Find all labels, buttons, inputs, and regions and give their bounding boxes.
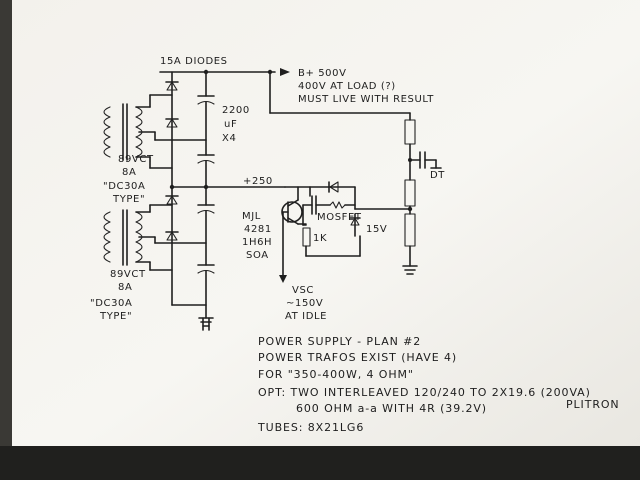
mosfet-label: MOSFET [317,212,362,223]
trafo2-amps-label: 8A [118,282,132,293]
tube-plate-label: DT [430,170,445,181]
trafo1-type-label-a: "DC30A [103,181,145,192]
mid-rail-label: +250 [243,176,273,187]
trafo1-type-label-b: TYPE" [112,194,145,205]
note-line-3: FOR "350-400W, 4 OHM" [258,368,414,381]
resistor-label: 1K [313,233,327,244]
trafo2-type-label-b: TYPE" [99,311,132,322]
trafo2-volts-label: 89VCT [110,269,146,280]
vsc-volts-label: ~150V [286,298,323,309]
transformer-1 [103,94,207,169]
cap-count-label: X4 [222,133,236,144]
power-supply-schematic: 15A DIODES B+ 500V 400V AT LOAD (?) MUST… [90,56,445,331]
output-stage [402,112,442,275]
load-note-label: 400V AT LOAD (?) [298,81,396,92]
regulator-circuit [279,181,411,283]
trafo2-type-label-a: "DC30A [90,298,132,309]
capacitor-bank [197,71,215,331]
diodes-label: 15A DIODES [160,56,228,67]
paper-sheet [0,0,640,446]
zener-label: 15V [366,224,387,235]
cap-value-label: 2200 [222,105,250,116]
transformer-2 [103,204,207,271]
b-plus-label: B+ 500V [298,68,347,79]
trafo1-amps-label: 8A [122,167,136,178]
paper-left-edge [0,0,12,446]
vsc-idle-label: AT IDLE [285,311,327,322]
note-line-6: TUBES: 8X21LG6 [257,421,364,434]
bjt-label-4: SOA [246,250,269,261]
vsc-label: VSC [292,285,314,296]
note-line-4a: OPT: TWO INTERLEAVED 120/240 TO 2X19.6 (… [258,386,591,399]
cap-unit-label: uF [224,119,237,130]
note-line-4b: PLITRON [566,398,620,411]
bjt-label-2: 4281 [244,224,272,235]
note-line-2: POWER TRAFOS EXIST (HAVE 4) [258,351,457,364]
trafo1-volts-label: 89VCT [118,154,154,165]
b-plus-rail [159,68,411,114]
must-live-label: MUST LIVE WITH RESULT [298,94,434,105]
bjt-label-1: MJL [242,211,261,222]
bjt-label-3: 1H6H [242,237,272,248]
note-line-1: POWER SUPPLY - PLAN #2 [258,335,421,348]
note-line-5: 600 OHM a-a WITH 4R (39.2V) [296,402,487,415]
handwritten-notes: POWER SUPPLY - PLAN #2 POWER TRAFOS EXIS… [257,335,620,434]
